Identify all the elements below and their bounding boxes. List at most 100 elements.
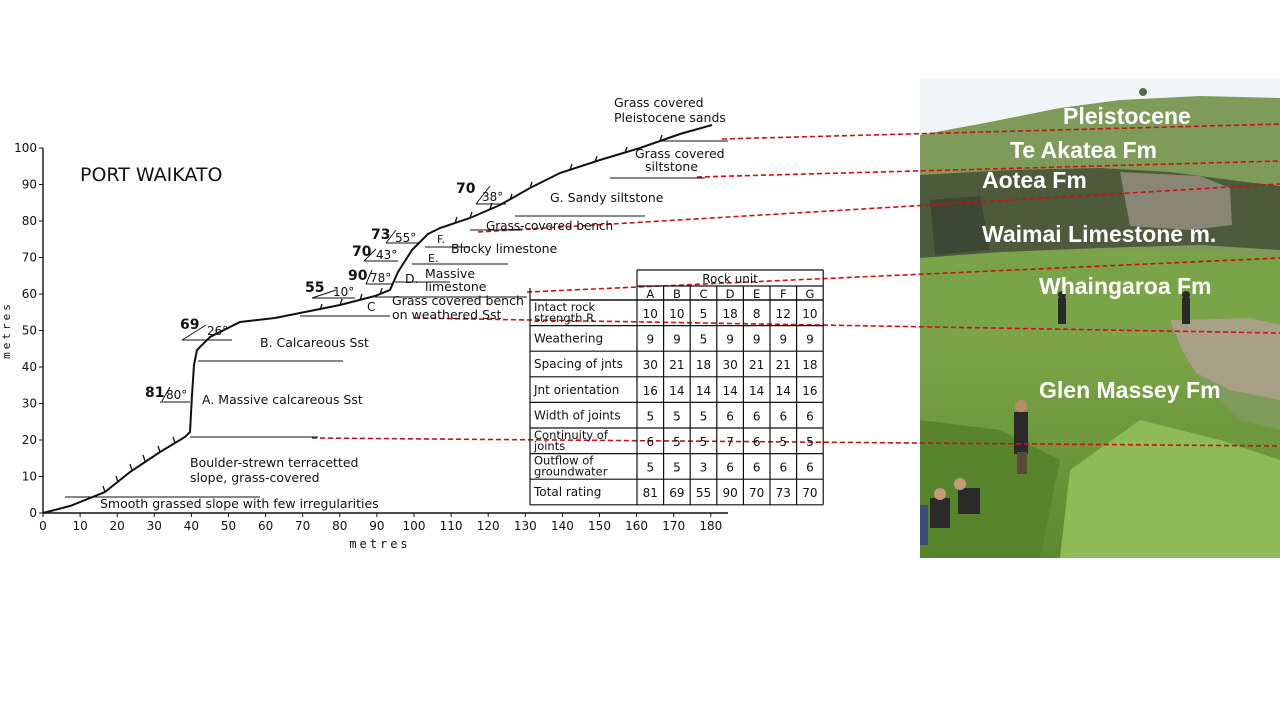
- table-row-label: Width of joints: [534, 408, 621, 422]
- table-cell: 5: [779, 435, 787, 449]
- dip-strike: 70: [456, 181, 476, 197]
- y-tick-label: 60: [22, 287, 37, 301]
- formation-label-whaingaroa: Whaingaroa Fm: [1039, 273, 1212, 299]
- x-tick-label: 90: [369, 519, 384, 533]
- x-tick-label: 140: [551, 519, 574, 533]
- x-tick-label: 80: [332, 519, 347, 533]
- table-unit-header: C: [699, 287, 707, 301]
- profile-label-pleistocene-2: Pleistocene sands: [614, 110, 726, 125]
- formation-label-waimai: Waimai Limestone m.: [982, 221, 1216, 247]
- table-unit-header: B: [673, 287, 681, 301]
- dip-symbol-c: 55 10°: [305, 280, 355, 299]
- formation-label-glen-massey: Glen Massey Fm: [1039, 377, 1221, 403]
- x-tick-label: 120: [477, 519, 500, 533]
- correlation-line-waimai: [526, 257, 1280, 293]
- table-row-label: Jnt orientation: [533, 383, 619, 397]
- profile-label-unit-c: C: [367, 300, 375, 314]
- profile-label-unit-f: F.: [437, 233, 445, 246]
- x-tick-label: 130: [514, 519, 537, 533]
- y-tick-label: 70: [22, 251, 37, 265]
- table-cell: 73: [776, 486, 791, 500]
- dip-symbol-g: 70 38°: [456, 181, 506, 205]
- table-row-label: Intact rock: [534, 300, 596, 314]
- table-row-label: Spacing of jnts: [534, 357, 623, 371]
- dip-symbol-f: 73 55°: [371, 227, 420, 245]
- table-cell: 5: [700, 307, 708, 321]
- x-tick-label: 30: [147, 519, 162, 533]
- table-cell: 6: [753, 435, 761, 449]
- y-tick-label: 0: [29, 506, 37, 520]
- profile-label-siltstone-1: Grass covered: [635, 146, 725, 161]
- profile-ticks: [102, 134, 663, 493]
- table-cell: 81: [643, 486, 658, 500]
- table-row-label: joints: [533, 439, 565, 453]
- x-tick-label: 20: [110, 519, 125, 533]
- table-cell: 5: [646, 409, 654, 423]
- table-cell: 6: [726, 461, 734, 475]
- table-row-label: strength R: [534, 311, 594, 325]
- x-axis-label: metres: [349, 537, 410, 551]
- dip-angle: 55°: [395, 231, 416, 245]
- table-cell: 5: [673, 461, 681, 475]
- table-cell: 9: [806, 333, 814, 347]
- profile-label-unit-e: E.: [428, 252, 438, 265]
- table-cell: 14: [696, 384, 711, 398]
- profile-label-unit-d: D.: [405, 271, 419, 286]
- formation-label-pleistocene: Pleistocene: [1063, 103, 1191, 129]
- table-cell: 9: [726, 333, 734, 347]
- table-cell: 14: [722, 384, 737, 398]
- table-row-label: groundwater: [534, 465, 608, 479]
- x-tick-label: 40: [184, 519, 199, 533]
- profile-label-unit-a: A. Massive calcareous Sst: [202, 392, 363, 407]
- diagram-title: PORT WAIKATO: [80, 164, 222, 186]
- dip-strike: 69: [180, 317, 199, 333]
- table-cell: 90: [722, 486, 737, 500]
- correlation-line-te-akatea: [696, 160, 1280, 178]
- table-cell: 5: [673, 409, 681, 423]
- profile-label-boulder-1: Boulder-strewn terracetted: [190, 455, 358, 470]
- table-cell: 30: [722, 358, 737, 372]
- table-cell: 6: [806, 461, 814, 475]
- profile-label-pleistocene-1: Grass covered: [614, 95, 704, 110]
- y-tick-label: 50: [22, 324, 37, 338]
- table-cell: 6: [806, 409, 814, 423]
- table-cell: 8: [753, 307, 761, 321]
- dip-symbol-e: 70 43°: [352, 244, 398, 262]
- dip-angle: 10°: [333, 285, 354, 299]
- table-cell: 9: [779, 333, 787, 347]
- table-unit-header: G: [805, 287, 814, 301]
- formation-label-te-akatea: Te Akatea Fm: [1010, 137, 1157, 163]
- profile-label-boulder-2: slope, grass-covered: [190, 470, 320, 485]
- dip-angle: 78°: [370, 271, 391, 285]
- correlation-line-aotea: [477, 183, 1280, 233]
- table-unit-header: D: [726, 287, 735, 301]
- x-tick-label: 60: [258, 519, 273, 533]
- table-cell: 7: [726, 435, 734, 449]
- table-unit-header: F: [780, 287, 787, 301]
- unit-boundaries: [65, 140, 728, 498]
- table-cell: 6: [753, 461, 761, 475]
- table-cell: 16: [643, 384, 658, 398]
- table-cell: 21: [776, 358, 791, 372]
- x-tick-label: 180: [699, 519, 722, 533]
- table-cell: 3: [700, 461, 708, 475]
- profile-label-blocky: Blocky limestone: [451, 241, 558, 256]
- table-row-label: Weathering: [534, 332, 603, 346]
- table-cell: 6: [646, 435, 654, 449]
- table-cell: 69: [669, 486, 684, 500]
- profile-label-grass-bench: Grass-covered bench: [486, 219, 613, 233]
- x-tick-label: 100: [403, 519, 426, 533]
- dip-symbol-b: 69 26°: [180, 317, 232, 341]
- table-row-label: Outflow of: [534, 454, 594, 468]
- dip-symbols: 81 80° 69 26° 55 10° 90 78°: [145, 181, 506, 403]
- table-unit-header: A: [646, 287, 654, 301]
- x-tick-label: 50: [221, 519, 236, 533]
- table-cell: 5: [646, 461, 654, 475]
- table-cell: 5: [700, 435, 708, 449]
- table-cell: 18: [802, 358, 817, 372]
- table-cell: 70: [802, 486, 817, 500]
- table-cell: 12: [776, 307, 791, 321]
- profile-label-smooth-slope: Smooth grassed slope with few irregulari…: [100, 496, 379, 511]
- y-tick-label: 20: [22, 433, 37, 447]
